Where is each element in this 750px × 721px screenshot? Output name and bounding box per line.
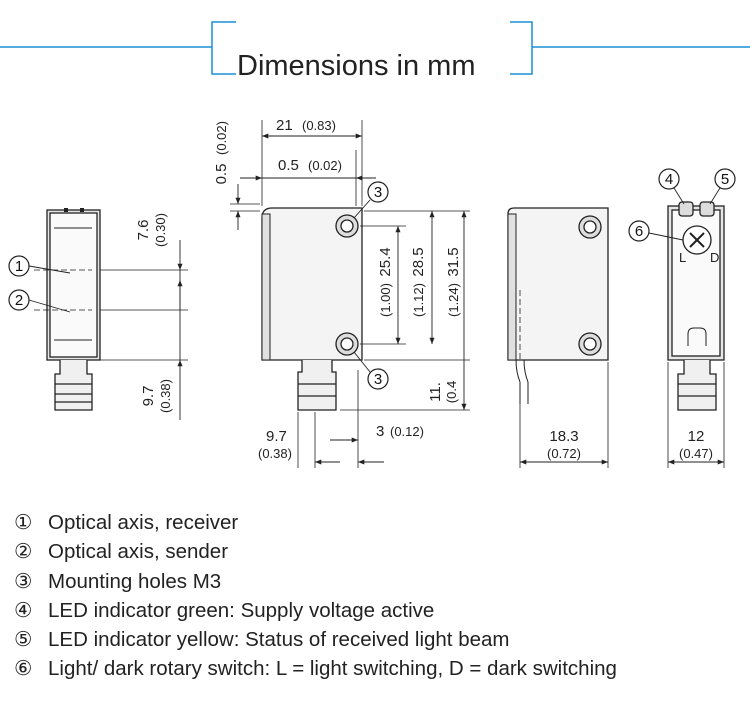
side-view [230,120,470,468]
legend-list: ① Optical axis, receiver ② Optical axis, s… [14,508,617,684]
callout-5: 5 [721,171,729,188]
dim-12: 12 [688,428,705,445]
dim-9-7-front-inch: (0.38) [158,379,173,413]
rear-view-dims: 18.3 (0.72) [547,428,581,461]
dim-9-7-side: 9.7 [266,428,287,445]
dim-3-inch: (0.12) [390,424,424,439]
dim-25-4-inch: (1.00) [378,283,393,317]
switch-label-l: L [679,250,686,265]
legend-number: ① [14,511,33,534]
dim-7-6: 7.6 [135,220,152,241]
rear-view [507,207,609,468]
callout-4: 4 [665,171,673,188]
legend-item: ⑥ Light/ dark rotary switch: L = light sw… [14,654,617,683]
side-view-callouts: 3 3 [353,181,389,390]
legend-number: ③ [14,569,33,593]
dim-31-5: 31.5 [445,247,462,276]
callout-2: 2 [15,292,23,309]
dim-9-7-side-inch: (0.38) [258,446,292,461]
legend-item: ② Optical axis, sender [14,537,617,566]
dim-0-5-vertical: 0.5 [213,164,230,185]
legend-text: Mounting holes M3 [48,569,222,593]
switch-label-d: D [710,250,719,265]
callout-1: 1 [15,258,23,275]
dim-11-inch: (0.4 [444,381,459,403]
callout-3-bottom: 3 [374,371,382,388]
front-view-dims: 7.6 (0.30) 9.7 (0.38) [135,213,173,413]
legend-item: ④ LED indicator green: Supply voltage act… [14,596,617,625]
legend-number: ⑤ [14,628,33,652]
end-view [667,201,725,468]
legend-text: Light/ dark rotary switch: L = light swi… [48,657,617,681]
dim-7-6-inch: (0.30) [153,213,168,247]
side-view-dims: 21 (0.83) 0.5 (0.02) 0.5 (0.02) 25.4 (1.… [213,117,462,461]
dim-21-inch: (0.83) [302,118,336,133]
dim-18-3: 18.3 [549,428,578,445]
legend-number: ④ [14,598,33,622]
dim-9-7-front: 9.7 [140,386,157,407]
dim-0-5-horizontal: 0.5 [278,157,299,174]
title-banner: Dimensions in mm [0,21,750,82]
page-title: Dimensions in mm [237,50,476,82]
legend-text: Optical axis, sender [48,540,229,564]
dim-25-4: 25.4 [377,247,394,276]
dim-0-5-vertical-inch: (0.02) [214,121,229,155]
front-view [34,208,188,420]
dim-21: 21 [276,117,293,134]
callout-3-top: 3 [374,184,382,201]
dim-18-3-inch: (0.72) [547,446,581,461]
dim-12-inch: (0.47) [679,446,713,461]
dim-0-5-horizontal-inch: (0.02) [308,158,342,173]
legend-item: ① Optical axis, receiver [14,508,617,537]
dim-11: 11. [427,382,444,402]
legend-number: ② [14,540,33,564]
callout-6: 6 [635,223,643,240]
dim-3: 3 [376,423,384,440]
dim-28-5: 28.5 [410,247,427,276]
legend-text: Optical axis, receiver [48,511,239,534]
dim-31-5-inch: (1.24) [446,283,461,317]
end-view-labels: L D 4 5 6 12 (0.47) [628,168,736,461]
dim-28-5-inch: (1.12) [411,283,426,317]
front-view-callouts: 1 2 [8,255,71,313]
legend-text: LED indicator green: Supply voltage acti… [48,598,435,622]
legend-item: ③ Mounting holes M3 [14,567,617,596]
legend-item: ⑤ LED indicator yellow: Status of receive… [14,625,617,654]
legend-number: ⑥ [14,657,33,681]
legend-text: LED indicator yellow: Status of received… [48,628,510,652]
